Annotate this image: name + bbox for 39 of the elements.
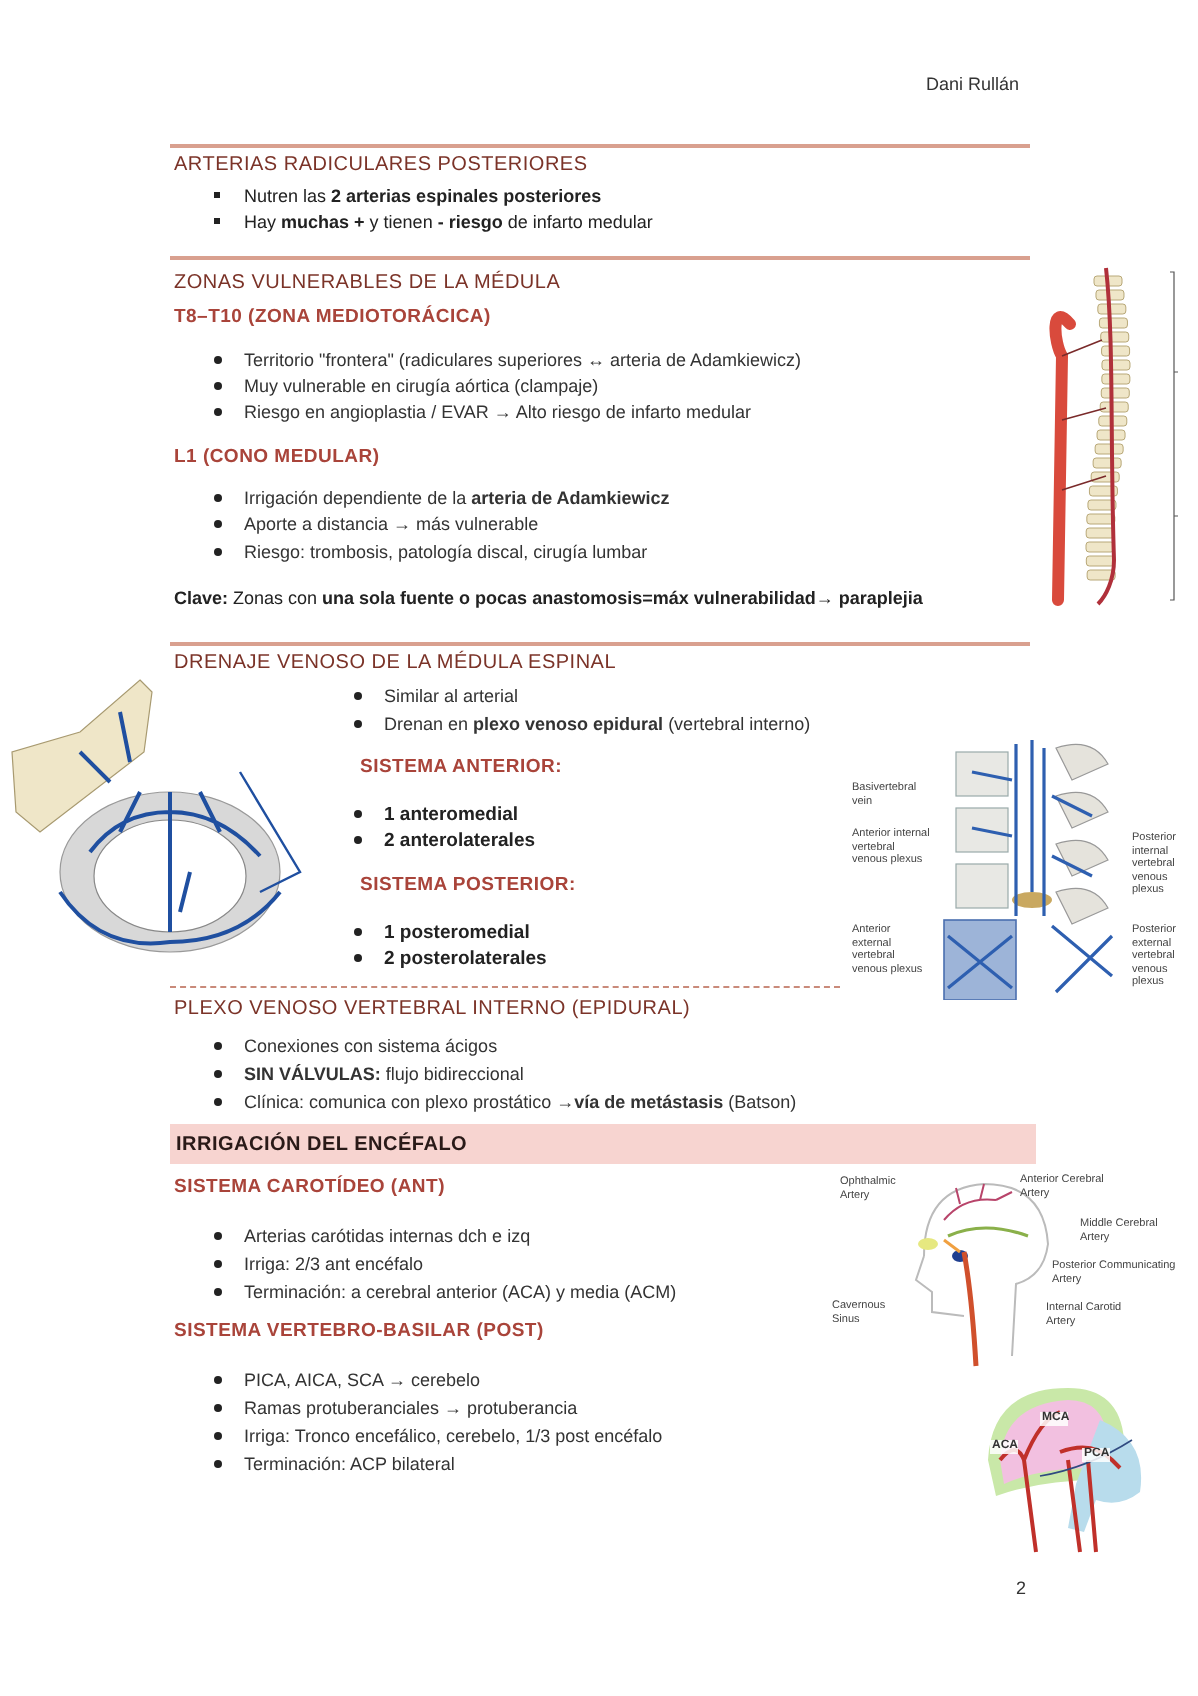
bullet-text: Conexiones con sistema ácigos — [244, 1034, 498, 1060]
bullet-text: Terminación: a cerebral anterior (ACA) y media (ACM) — [244, 1280, 677, 1306]
bullet-text: Irriga: 2/3 ant encéfalo — [244, 1252, 424, 1278]
bullet-text: Arterias carótidas internas dch e izq — [244, 1224, 531, 1250]
section-heading: ARTERIAS RADICULARES POSTERIORES — [174, 152, 588, 180]
subheading: SISTEMA ANTERIOR: — [360, 754, 562, 782]
bullet-text: Hay muchas + y tienen - riesgo de infarto medular — [244, 210, 653, 236]
bullet-text: Irrigación dependiente de la arteria de Adamkiewicz — [244, 486, 670, 512]
bullet-text: 2 posterolaterales — [384, 946, 547, 974]
subheading: L1 (CONO MEDULAR) — [174, 444, 380, 472]
subheading: SISTEMA CAROTÍDEO (ANT) — [174, 1174, 445, 1202]
section-heading: ZONAS VULNERABLES DE LA MÉDULA — [174, 268, 561, 298]
subheading: SISTEMA POSTERIOR: — [360, 872, 576, 900]
bullet-text: SIN VÁLVULAS: flujo bidireccional — [244, 1062, 524, 1088]
bullet-text: Irriga: Tronco encefálico, cerebelo, 1/3 post encéfalo — [244, 1424, 663, 1450]
bullet-text: PICA, AICA, SCA → cerebelo — [244, 1368, 481, 1394]
band-heading: IRRIGACIÓN DEL ENCÉFALO — [176, 1130, 468, 1159]
bullet-text: 1 posteromedial — [384, 920, 530, 948]
bullet-text: 1 anteromedial — [384, 802, 519, 830]
bullet-text: Drenan en plexo venoso epidural (vertebral interno) — [384, 712, 811, 738]
bullet-text: Muy vulnerable en cirugía aórtica (clampaje) — [244, 374, 599, 400]
bullet-text: Territorio "frontera" (radiculares superiores ↔ arteria de Adamkiewicz) — [244, 348, 801, 374]
bullet-text: Riesgo en angioplastia / EVAR → Alto riesgo de infarto medular — [244, 400, 751, 426]
author-name: Dani Rullán — [926, 72, 1020, 98]
bullet-text: 2 anterolaterales — [384, 828, 536, 856]
bullet-text: Ramas protuberanciales → protuberancia — [244, 1396, 578, 1422]
section-heading: DRENAJE VENOSO DE LA MÉDULA ESPINAL — [174, 648, 617, 678]
bullet-text: Nutren las 2 arterias espinales posteriores — [244, 184, 602, 210]
key-note: Clave: Zonas con una sola fuente o pocas anastomosis=máx vulnerabilidad→ paraplejia — [174, 586, 923, 612]
bullet-text: Aporte a distancia → más vulnerable — [244, 512, 539, 538]
subheading: T8–T10 (ZONA MEDIOTORÁCICA) — [174, 304, 491, 332]
bullet-text: Riesgo: trombosis, patología discal, cirugía lumbar — [244, 540, 648, 566]
subheading: SISTEMA VERTEBRO-BASILAR (POST) — [174, 1318, 544, 1346]
section-band — [170, 1124, 1036, 1164]
bullet-text: Clínica: comunica con plexo prostático →vía de metástasis (Batson) — [244, 1090, 797, 1116]
section-heading: PLEXO VENOSO VERTEBRAL INTERNO (EPIDURAL) — [174, 996, 691, 1024]
bullet-text: Similar al arterial — [384, 684, 519, 710]
page-number: 2 — [1016, 1576, 1027, 1602]
bullet-text: Terminación: ACP bilateral — [244, 1452, 455, 1478]
